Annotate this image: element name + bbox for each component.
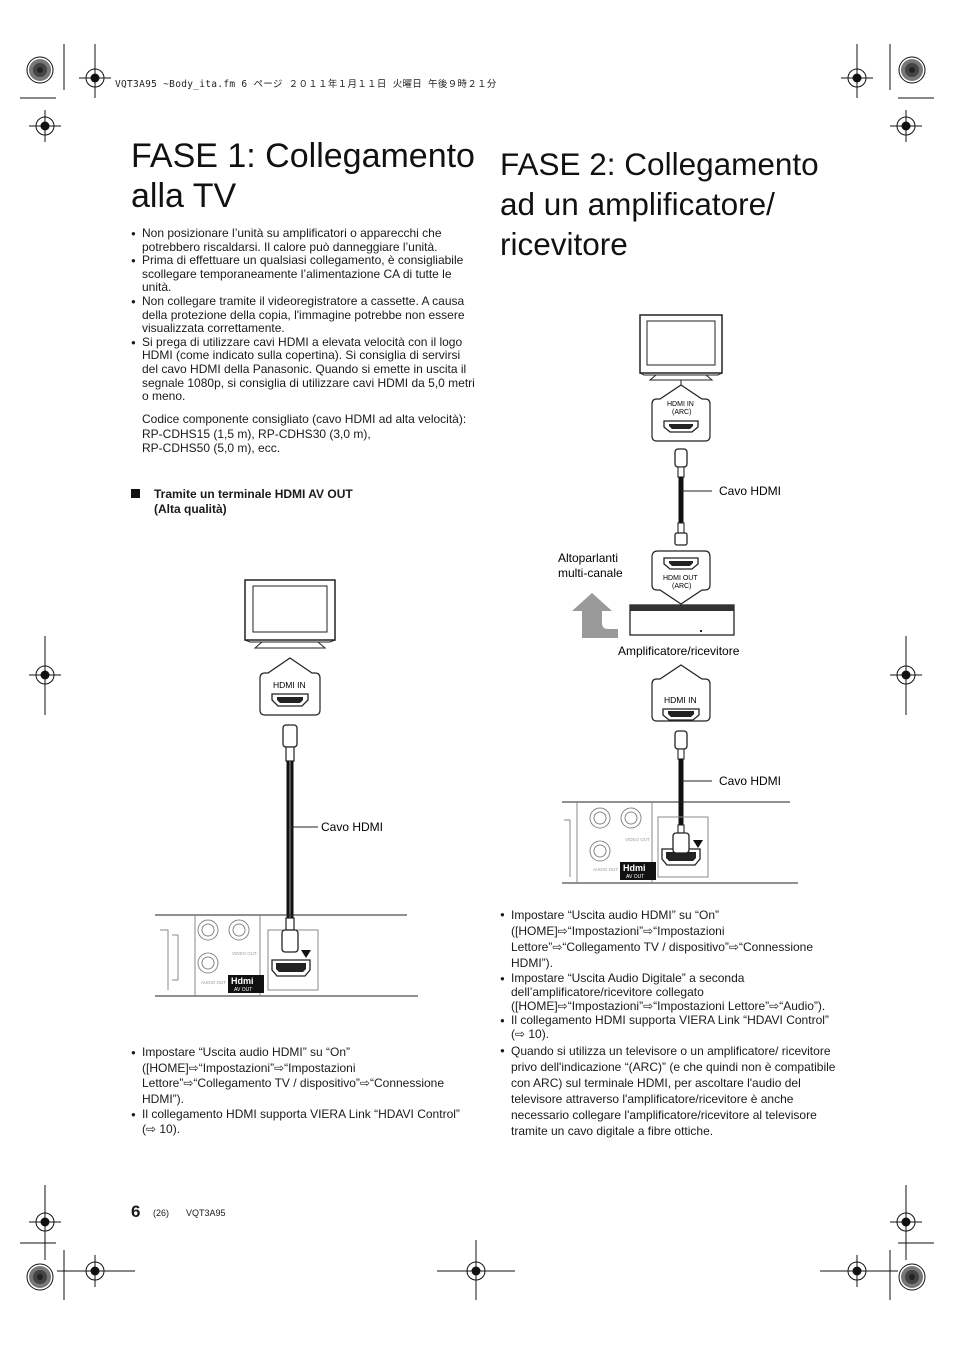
arrow-down-icon bbox=[301, 950, 311, 958]
list-item: Si prega di utilizzare cavi HDMI a eleva… bbox=[131, 335, 476, 404]
tv-icon bbox=[639, 314, 723, 381]
document-code: VQT3A95 bbox=[186, 1208, 226, 1218]
arc-label: (ARC) bbox=[672, 409, 691, 416]
list-item: Impostare “Uscita audio HDMI” su “On” ([… bbox=[131, 1045, 476, 1107]
star-target-icon bbox=[898, 56, 926, 84]
recommended-parts: Codice componente consigliato (cavo HDMI… bbox=[142, 412, 472, 456]
amplifier-label: Amplificatore/ricevitore bbox=[618, 644, 740, 658]
list-item: Prima di effettuare un qualsiasi collega… bbox=[131, 253, 476, 295]
list-item: Impostare “Uscita audio HDMI” su “On” ([… bbox=[500, 907, 845, 971]
title-line: alla TV bbox=[131, 177, 237, 215]
hdmi-logo: Hdmi bbox=[623, 863, 646, 873]
tv-icon bbox=[244, 579, 336, 649]
list-item: Non collegare tramite il videoregistrato… bbox=[131, 294, 476, 336]
hdmi-in-label: HDMI IN bbox=[273, 680, 306, 690]
subheading-line: Tramite un terminale HDMI AV OUT bbox=[154, 487, 353, 501]
hdmi-logo-badge bbox=[620, 862, 656, 880]
video-out-label: VIDEO OUT bbox=[625, 837, 650, 842]
page-sub-number: (26) bbox=[153, 1208, 170, 1218]
player-rear-panel bbox=[564, 802, 709, 883]
hdmi-plug-icon bbox=[282, 724, 298, 748]
av-out-label: AV OUT bbox=[234, 987, 252, 993]
audio-output-arrow-icon bbox=[572, 593, 618, 638]
hdmi-out-arc-label: HDMI OUT bbox=[663, 575, 698, 582]
title-line: ad un amplificatore/ bbox=[500, 186, 775, 222]
subheading-line: (Alta qualità) bbox=[154, 502, 227, 516]
diagram-tv-connection: HDMI IN Cavo HDMI VIDEO OUT AUDIO OUT Hd… bbox=[155, 579, 418, 997]
print-file-info: VQT3A95 ~Body_ita.fm 6 ページ ２０１１年１月１１日 火曜… bbox=[115, 79, 497, 90]
list-item: Il collegamento HDMI supporta VIERA Link… bbox=[131, 1107, 476, 1137]
hdmi-in-arc-label: HDMI IN bbox=[667, 401, 694, 408]
list-item: Non posizionare l’unità su amplificatori… bbox=[131, 226, 476, 254]
speakers-label: Altoparlanti bbox=[558, 551, 618, 565]
list-item: Quando si utilizza un televisore o un am… bbox=[500, 1043, 845, 1139]
star-target-icon bbox=[26, 56, 54, 84]
star-target-icon bbox=[898, 1263, 926, 1291]
hdmi-in-port-badge bbox=[651, 664, 711, 722]
list-item: Il collegamento HDMI supporta VIERA Link… bbox=[500, 1014, 845, 1042]
notes-list-left: Impostare “Uscita audio HDMI” su “On” ([… bbox=[131, 1045, 476, 1137]
av-out-label: AV OUT bbox=[626, 874, 644, 880]
arc-label: (ARC) bbox=[672, 583, 691, 590]
codes-line: RP-CDHS15 (1,5 m), RP-CDHS30 (3,0 m), bbox=[142, 426, 371, 441]
video-out-label: VIDEO OUT bbox=[232, 951, 257, 956]
list-item: Impostare “Uscita Audio Digitale” a seco… bbox=[500, 971, 845, 1013]
section-title-fase1: FASE 1: Collegamento alla TV bbox=[131, 136, 491, 216]
star-target-icon bbox=[26, 1263, 54, 1291]
amplifier-icon bbox=[629, 604, 735, 636]
hdmi-plug-icon bbox=[674, 730, 688, 750]
title-line: FASE 1: Collegamento bbox=[131, 137, 475, 175]
codes-line: RP-CDHS50 (5,0 m), ecc. bbox=[142, 441, 281, 455]
cable-label: Cavo HDMI bbox=[321, 820, 383, 834]
page-number: 6 bbox=[131, 1202, 141, 1221]
precautions-list: Non posizionare l’unità su amplificatori… bbox=[131, 226, 476, 404]
audio-out-label: AUDIO OUT bbox=[201, 980, 226, 985]
cable-label: Cavo HDMI bbox=[719, 774, 781, 788]
section-title-fase2: FASE 2: Collegamento ad un amplificatore… bbox=[500, 144, 860, 264]
square-bullet-icon bbox=[131, 489, 140, 498]
codes-intro: Codice componente consigliato (cavo HDMI… bbox=[142, 412, 467, 426]
diagram-amplifier-connection: HDMI IN (ARC) Cavo HDMI HDMI OUT (ARC) A… bbox=[558, 314, 798, 884]
title-line: ricevitore bbox=[500, 226, 628, 262]
hdmi-in-label: HDMI IN bbox=[664, 695, 697, 705]
notes-list-right: Impostare “Uscita audio HDMI” su “On” ([… bbox=[500, 907, 845, 1139]
audio-out-label: AUDIO OUT bbox=[593, 867, 618, 872]
hdmi-logo: Hdmi bbox=[231, 976, 254, 986]
speakers-label: multi-canale bbox=[558, 566, 623, 580]
hdmi-plug-icon bbox=[674, 448, 688, 468]
title-line: FASE 2: Collegamento bbox=[500, 146, 819, 182]
subheading-hdmi-av-out: Tramite un terminale HDMI AV OUT (Alta q… bbox=[131, 487, 461, 517]
hdmi-logo-badge bbox=[228, 975, 264, 993]
cable-label: Cavo HDMI bbox=[719, 484, 781, 498]
arrow-down-icon bbox=[693, 840, 703, 848]
